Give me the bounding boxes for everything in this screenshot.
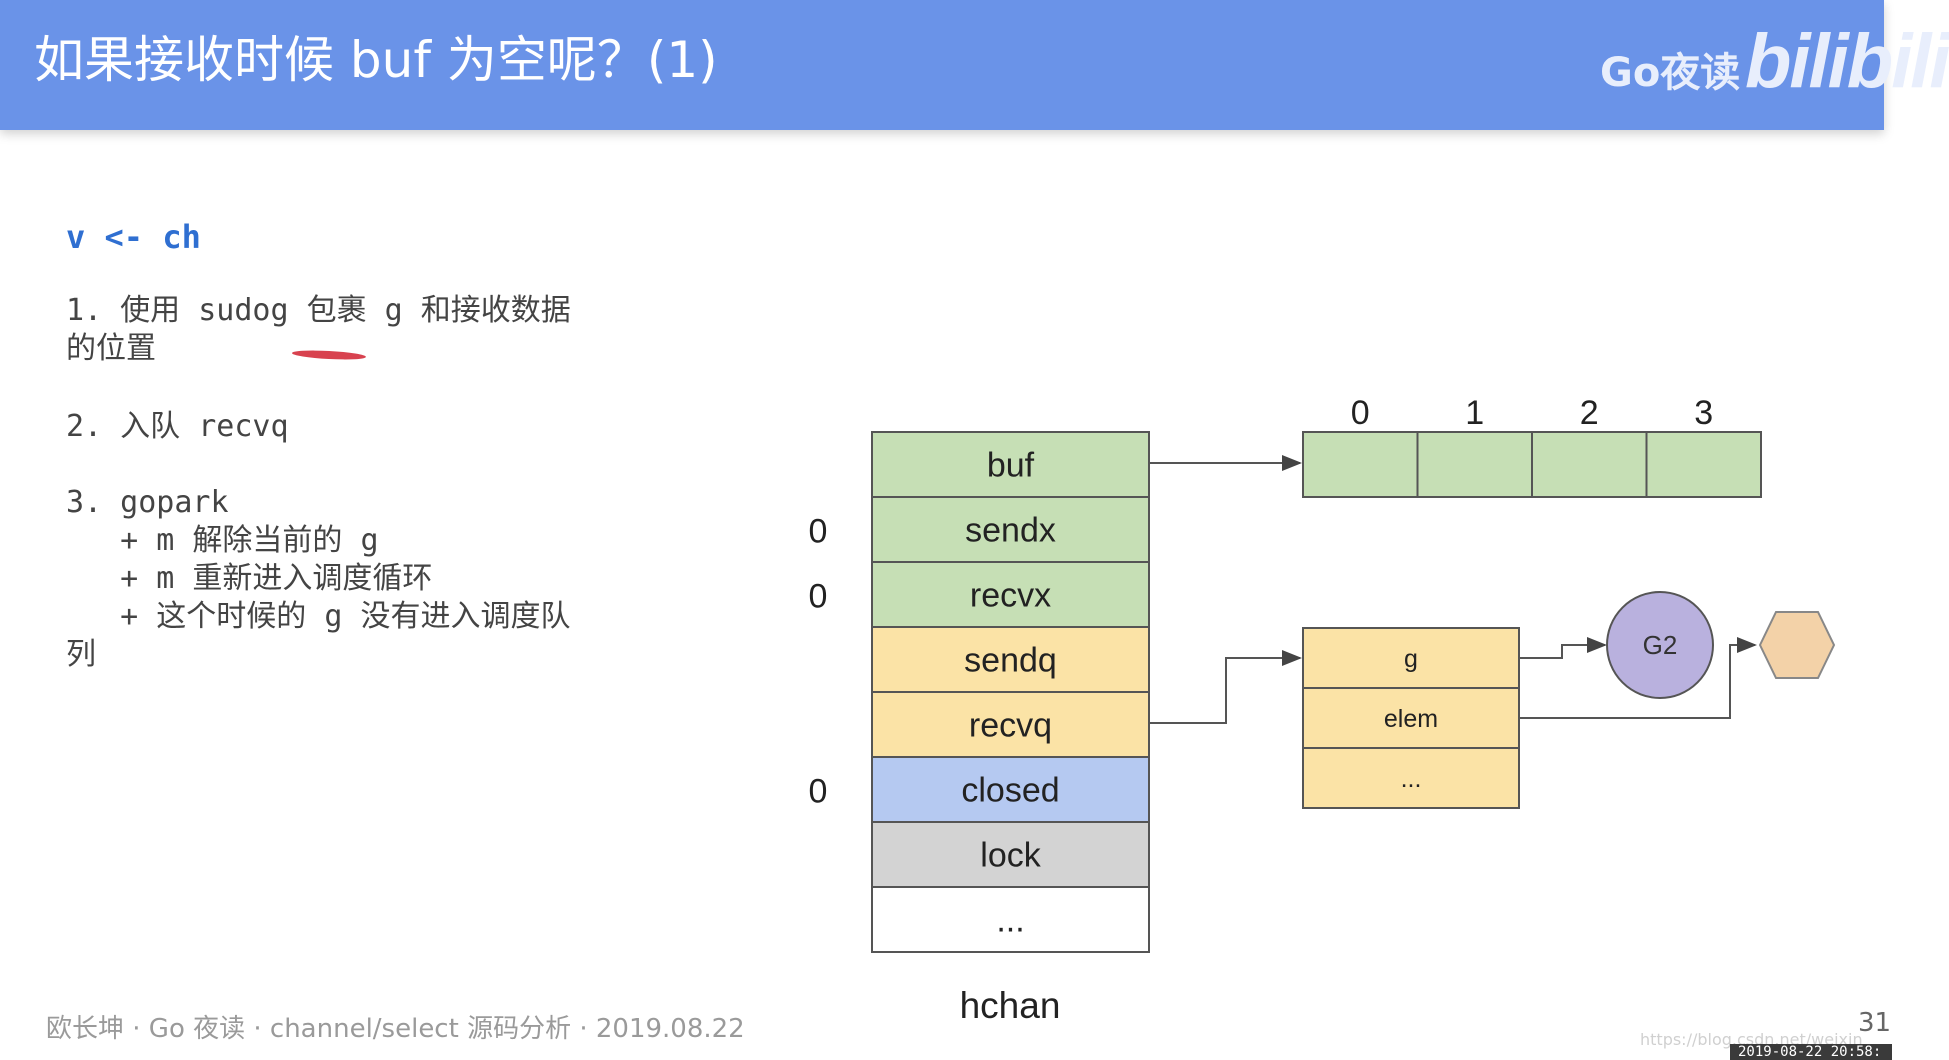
hchan-field-label: recvx <box>970 577 1051 615</box>
code-statement: v <- ch <box>66 218 201 256</box>
elem-target-hexagon <box>1758 611 1836 679</box>
hchan-field-label: closed <box>961 772 1059 810</box>
step-2: 2. 入队 recvq <box>66 409 289 444</box>
buffer-index-label: 2 <box>1580 394 1599 432</box>
elem-pointer-arrow <box>1519 637 1757 719</box>
hchan-field-4 <box>871 626 1150 693</box>
hchan-field-1 <box>871 431 1150 498</box>
hchan-struct: buf sendx 0 recvx 0 sendq recvq closed 0 lock... <box>809 431 1150 953</box>
recvq-pointer-arrow <box>1149 650 1302 724</box>
buffer-array: 0 1 2 3 <box>1302 394 1762 498</box>
sudog-field-3 <box>1302 747 1520 809</box>
sudog-field-label: elem <box>1384 705 1438 733</box>
hchan-field-5 <box>871 691 1150 758</box>
hchan-field-label: ... <box>996 902 1024 940</box>
buffer-index-label: 1 <box>1465 394 1484 432</box>
hchan-field-label: buf <box>987 447 1035 485</box>
hchan-field-7 <box>871 821 1150 888</box>
step-1: 1. 使用 sudog 包裹 g 和接收数据 的位置 <box>66 293 571 366</box>
hchan-field-label: sendx <box>965 512 1056 550</box>
hchan-caption: hchan <box>960 985 1061 1026</box>
buffer-index-label: 0 <box>1351 394 1370 432</box>
hchan-field-label: lock <box>980 837 1041 875</box>
slide-header: 如果接收时候 buf 为空呢？(1) Go夜读 bilibili <box>0 0 1949 130</box>
buffer-slot-0 <box>1302 431 1419 498</box>
field-value-sendx: 0 <box>809 513 828 551</box>
hchan-field-2 <box>871 496 1150 563</box>
bilibili-logo: bilibili <box>1745 19 1949 104</box>
hchan-field-label: recvq <box>969 707 1052 745</box>
sudog-field-label: g <box>1404 645 1418 673</box>
buffer-slot-3 <box>1645 431 1762 498</box>
page-number: 31 <box>1858 1008 1892 1038</box>
hchan-diagram: bufsendx0recvx0sendqrecvqclosed0lock... … <box>809 394 1836 1026</box>
timestamp-stamp: 2019-08-22 20:58: <box>1730 1044 1892 1060</box>
hchan-field-label: sendq <box>964 642 1057 680</box>
sudog-struct: g elem... <box>1302 627 1520 809</box>
goroutine-label: G2 <box>1643 630 1678 660</box>
field-value-recvx: 0 <box>809 578 828 616</box>
hchan-field-6 <box>871 756 1150 823</box>
sudog-field-label: ... <box>1401 765 1422 793</box>
hchan-field-3 <box>871 561 1150 628</box>
buffer-slot-1 <box>1416 431 1533 498</box>
goroutine-g2 <box>1606 591 1714 699</box>
buffer-slot-2 <box>1531 431 1648 498</box>
step-3: 3. gopark + m 解除当前的 g + m 重新进入调度循环 + 这个时… <box>66 485 571 672</box>
buffer-index-label: 3 <box>1694 394 1713 432</box>
go-night-reading-logo: Go夜读 <box>1600 50 1741 96</box>
slide-title: 如果接收时候 buf 为空呢？(1) <box>34 31 718 89</box>
field-value-closed: 0 <box>809 773 828 811</box>
hchan-field-8 <box>871 886 1150 953</box>
footer-credit: 欧长坤 · Go 夜读 · channel/select 源码分析 · 2019… <box>46 1014 745 1044</box>
g-pointer-arrow <box>1519 637 1607 659</box>
